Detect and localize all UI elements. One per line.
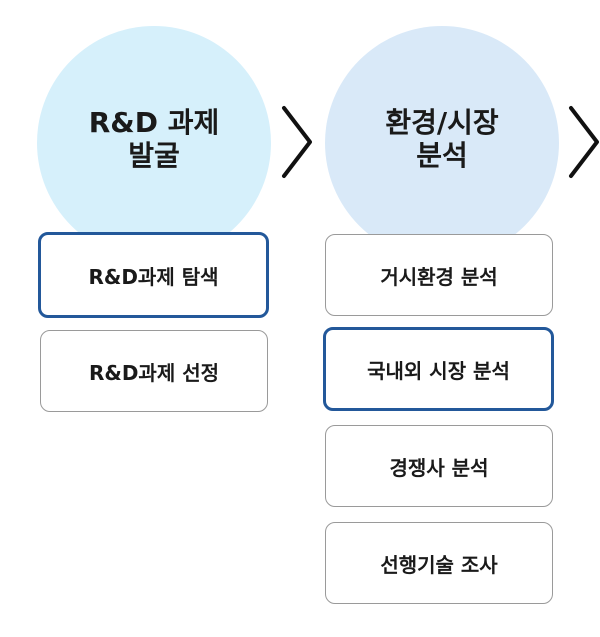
stage-circle-market-analysis: 환경/시장 분석	[325, 26, 559, 260]
step-competitor-analysis[interactable]: 경쟁사 분석	[325, 425, 553, 507]
step-rd-search[interactable]: R&D과제 탐색	[38, 232, 269, 318]
stage-title-line2: 발굴	[128, 139, 180, 172]
step-label: R&D과제 선정	[88, 360, 219, 385]
step-label: R&D과제 탐색	[88, 264, 219, 289]
stage-circle-rd-discovery: R&D 과제 발굴	[37, 26, 271, 260]
step-macro-environment[interactable]: 거시환경 분석	[325, 234, 553, 316]
step-market-analysis[interactable]: 국내외 시장 분석	[323, 327, 554, 411]
step-label: 선행기술 조사	[380, 552, 498, 577]
step-label: 국내외 시장 분석	[367, 358, 510, 383]
stage-title-line1: R&D 과제	[88, 106, 220, 139]
step-prior-art-search[interactable]: 선행기술 조사	[325, 522, 553, 604]
stage-title-line2: 분석	[416, 139, 468, 172]
chevron-right-icon	[282, 106, 312, 178]
step-rd-selection[interactable]: R&D과제 선정	[40, 330, 268, 412]
chevron-right-icon	[569, 106, 599, 178]
step-label: 거시환경 분석	[380, 264, 498, 289]
step-label: 경쟁사 분석	[389, 455, 489, 480]
stage-title-line1: 환경/시장	[385, 106, 499, 139]
